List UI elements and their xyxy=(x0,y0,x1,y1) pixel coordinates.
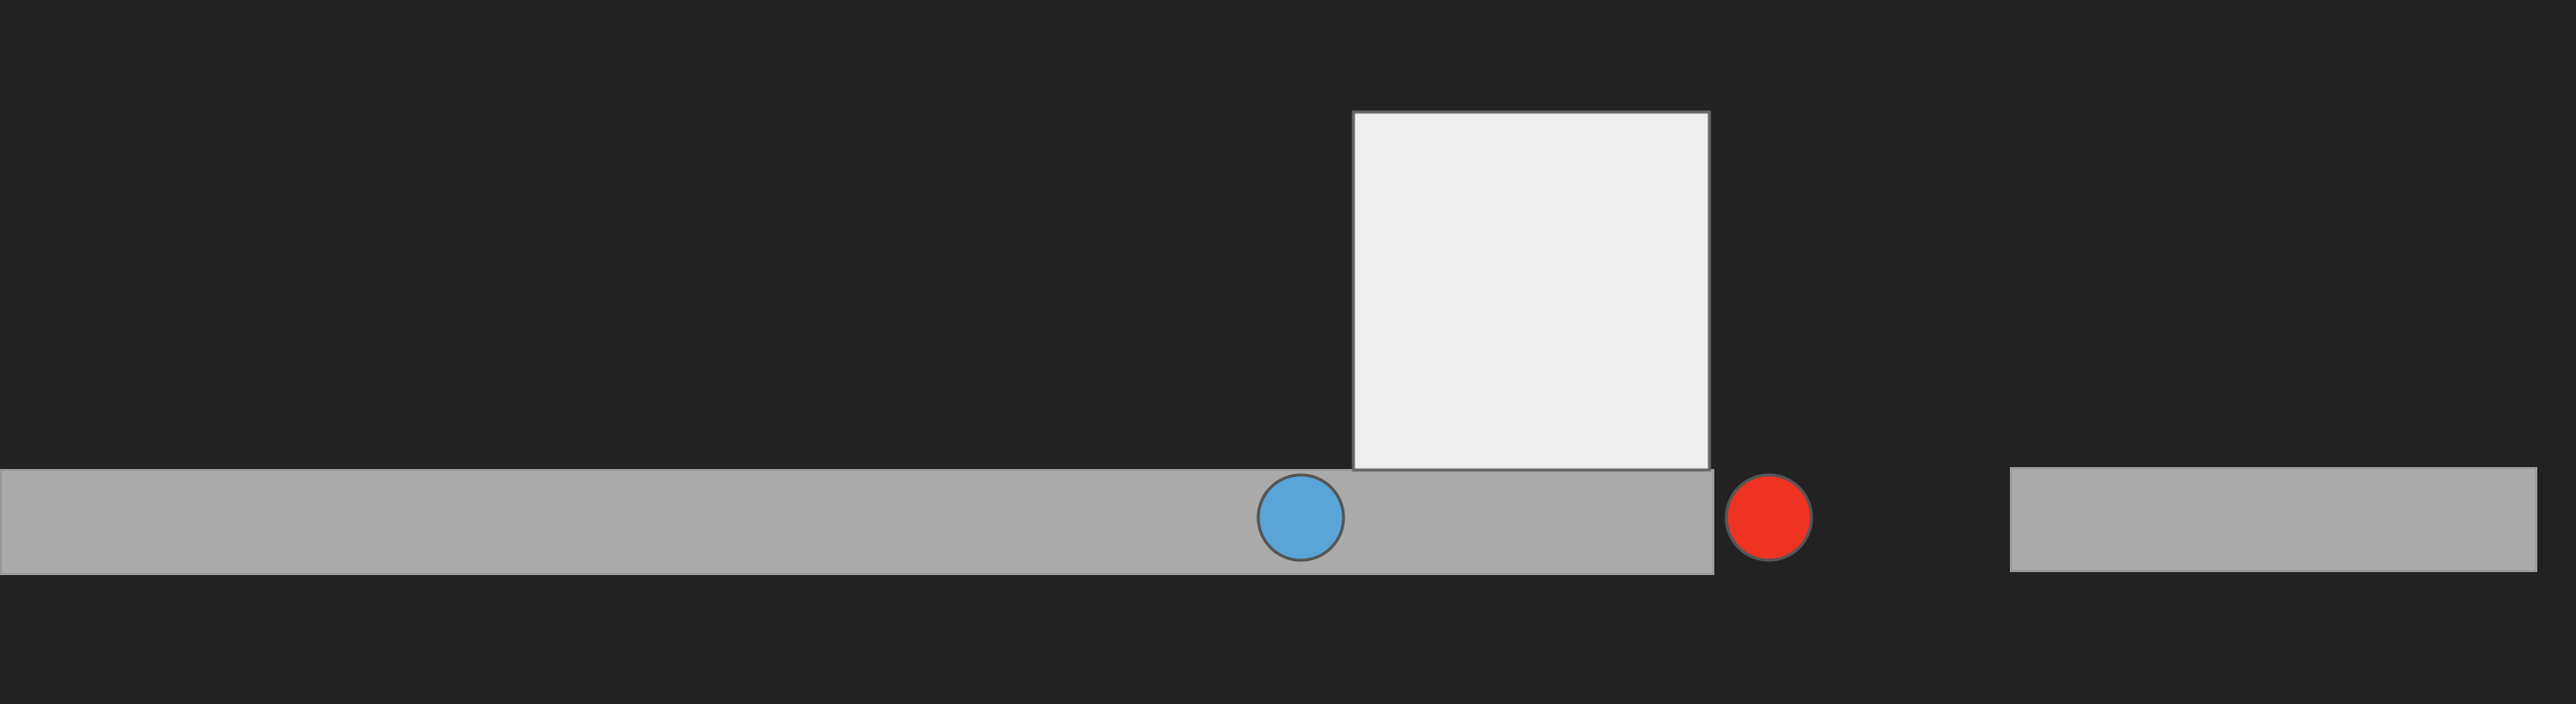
red-ball[interactable] xyxy=(1724,473,1814,562)
floor-platform-left xyxy=(0,469,1714,575)
blue-ball[interactable] xyxy=(1256,473,1346,562)
floor-platform-right xyxy=(2010,467,2537,572)
white-box[interactable] xyxy=(1351,110,1711,472)
